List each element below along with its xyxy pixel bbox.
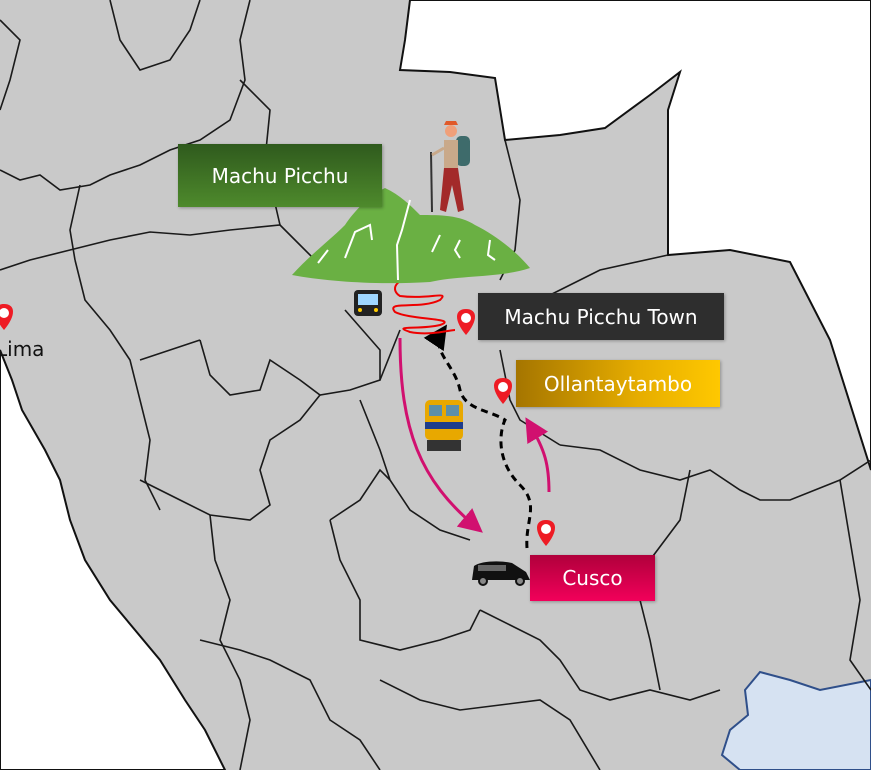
lima-label: Lima	[0, 337, 45, 361]
machu-picchu-label: Machu Picchu	[178, 144, 382, 207]
train-route	[423, 324, 532, 549]
return-route-arrow	[525, 417, 551, 493]
machu-picchu-town-label: Machu Picchu Town	[478, 293, 724, 340]
mountain-icon	[292, 188, 530, 284]
hiking-trail	[392, 277, 456, 335]
map-pin-icon	[537, 520, 555, 546]
hiker-icon	[430, 121, 470, 213]
cusco-label: Cusco	[530, 555, 655, 601]
map-pin-icon	[457, 309, 475, 335]
ollantaytambo-label: Ollantaytambo	[516, 360, 720, 407]
outside-region	[398, 0, 871, 471]
bus-icon	[354, 290, 382, 316]
train-icon	[425, 400, 463, 451]
bus-route-arrow	[398, 337, 483, 533]
map-pin-icon	[0, 304, 13, 330]
map-pin-icon	[494, 378, 512, 404]
lake-titicaca	[720, 670, 871, 770]
ocean	[0, 349, 227, 770]
car-icon	[472, 561, 530, 586]
